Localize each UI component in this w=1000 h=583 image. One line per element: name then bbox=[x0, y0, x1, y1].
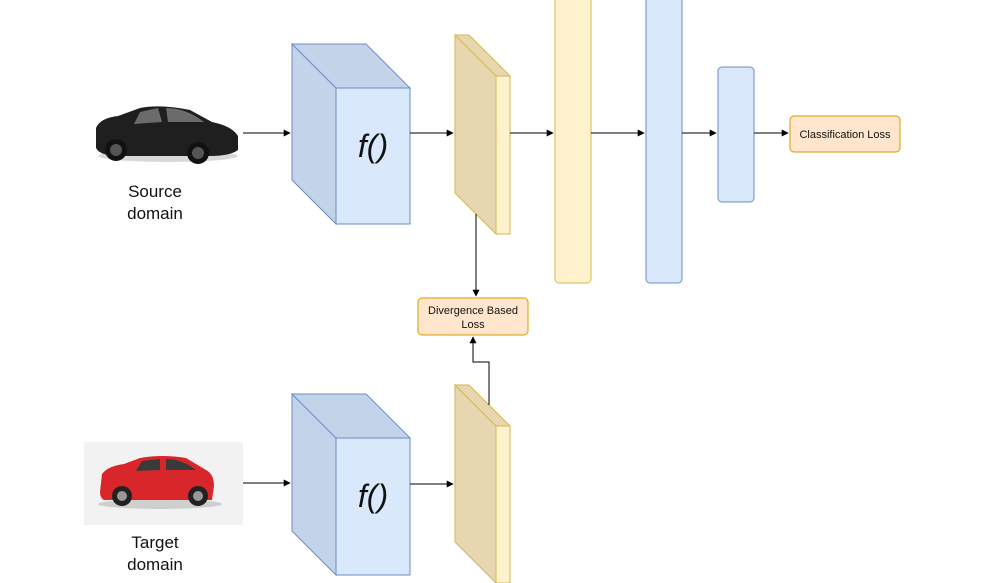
divergence-loss-label-line1: Divergence Based bbox=[428, 305, 518, 317]
divergence-loss-label-line2: Loss bbox=[461, 319, 485, 331]
arrow-target-feature-to-divergence bbox=[469, 336, 490, 405]
divergence-loss-box bbox=[417, 297, 529, 336]
source-car-image bbox=[96, 106, 238, 164]
dense-layer-3 bbox=[717, 66, 755, 203]
target-domain-label-line1: Target bbox=[131, 533, 179, 552]
source-domain-label-line2: domain bbox=[127, 204, 183, 223]
classification-loss-label: Classification Loss bbox=[799, 129, 891, 141]
dense-layer-1 bbox=[554, 0, 592, 284]
source-feature-map bbox=[453, 33, 512, 236]
dense-layer-2 bbox=[645, 0, 683, 284]
source-encoder-function-label: f() bbox=[358, 128, 388, 164]
target-encoder-block bbox=[290, 392, 412, 577]
source-domain-label-line1: Source bbox=[128, 182, 182, 201]
target-car-image bbox=[84, 442, 243, 525]
classification-loss-box bbox=[789, 115, 901, 153]
source-encoder-block bbox=[290, 42, 412, 226]
target-encoder-function-label: f() bbox=[358, 478, 388, 514]
target-feature-map bbox=[453, 383, 512, 583]
target-domain-label-line2: domain bbox=[127, 555, 183, 574]
